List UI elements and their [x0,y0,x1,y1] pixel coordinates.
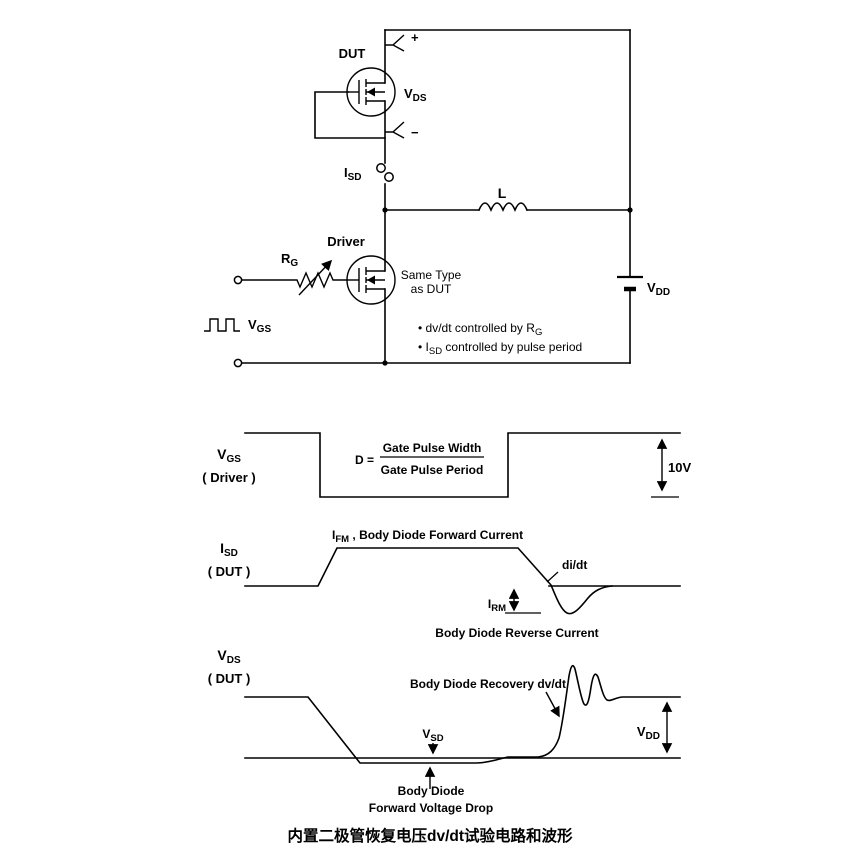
terminal-node [233,275,243,285]
driver-label: Driver [327,234,365,249]
same-type-note-line2: as DUT [411,282,452,296]
ifm-annotation: IFM , Body Diode Forward Current [332,528,523,545]
wf-vds-axis-label: VDS [217,647,241,666]
junction-dot [382,360,388,366]
variable-arrow-icon [298,259,333,296]
vds-probe-label: VDS [404,86,427,104]
driver-mosfet-symbol [346,255,396,305]
figure-caption: 内置二极管恢复电压dv/dt试验电路和波形 [287,826,573,845]
rg-resistor-symbol [242,259,348,296]
wf-vgs-axis-label: VGS [217,446,241,465]
drop-label-line1: Body Diode [398,784,465,798]
wire [314,91,386,139]
reverse-current-label: Body Diode Reverse Current [435,626,598,640]
inductor-label: L [498,185,507,201]
wf-vds-axis-sublabel: ( DUT ) [208,671,251,686]
waveform-vgs: 10V VGS ( Driver ) D = Gate Pulse Width … [202,432,691,498]
note-isd: • ISD controlled by pulse period [418,340,582,357]
wf-isd-axis-sublabel: ( DUT ) [208,564,251,579]
vdd-supply-label: VDD [647,280,670,298]
didt-label: di/dt [562,558,587,572]
wf-vgs-axis-sublabel: ( Driver ) [202,470,255,485]
duty-cycle-label: D = [355,453,374,467]
irm-label: IRM [488,597,506,614]
rg-label: RG [281,251,298,269]
kelvin-probe-minus-icon [385,121,405,139]
isd-trace [244,547,613,615]
duty-denominator: Gate Pulse Period [381,463,484,477]
duty-numerator: Gate Pulse Width [383,441,482,455]
drop-label-line2: Forward Voltage Drop [369,801,493,815]
recovery-dvdt-label: Body Diode Recovery dv/dt [410,677,566,691]
plus-sign: + [411,30,419,45]
didt-leader [546,571,559,583]
vsd-label: VSD [422,727,443,744]
inductor-symbol [477,202,529,213]
terminal-node [233,358,243,368]
battery-symbol [617,275,643,292]
vgs-source-label: VGS [248,317,271,335]
vgs-trace [244,432,681,498]
note-dvdt: • dv/dt controlled by RG [418,321,542,338]
wf-isd-axis-label: ISD [220,540,238,559]
same-type-note-line1: Same Type [401,268,462,282]
amplitude-label: 10V [668,460,691,475]
current-probe-icon [376,163,394,182]
vdd-level-label: VDD [637,724,660,742]
vds-trace [244,664,681,764]
junction-dot [382,207,388,213]
dut-label: DUT [339,46,366,61]
isd-circuit-label: ISD [344,165,362,183]
pulse-waveform-icon [204,318,240,332]
recovery-arrow [545,691,560,718]
junction-dot [627,207,633,213]
minus-sign: − [411,125,419,140]
circuit-section: L DUT + − VDS ISD [204,29,670,368]
dut-mosfet-symbol [346,67,396,117]
waveform-vds: Body Diode Recovery dv/dt VSD VDD Body D… [208,647,681,815]
kelvin-probe-plus-icon [385,34,405,52]
waveform-isd: IFM , Body Diode Forward Current di/dt I… [208,528,681,640]
